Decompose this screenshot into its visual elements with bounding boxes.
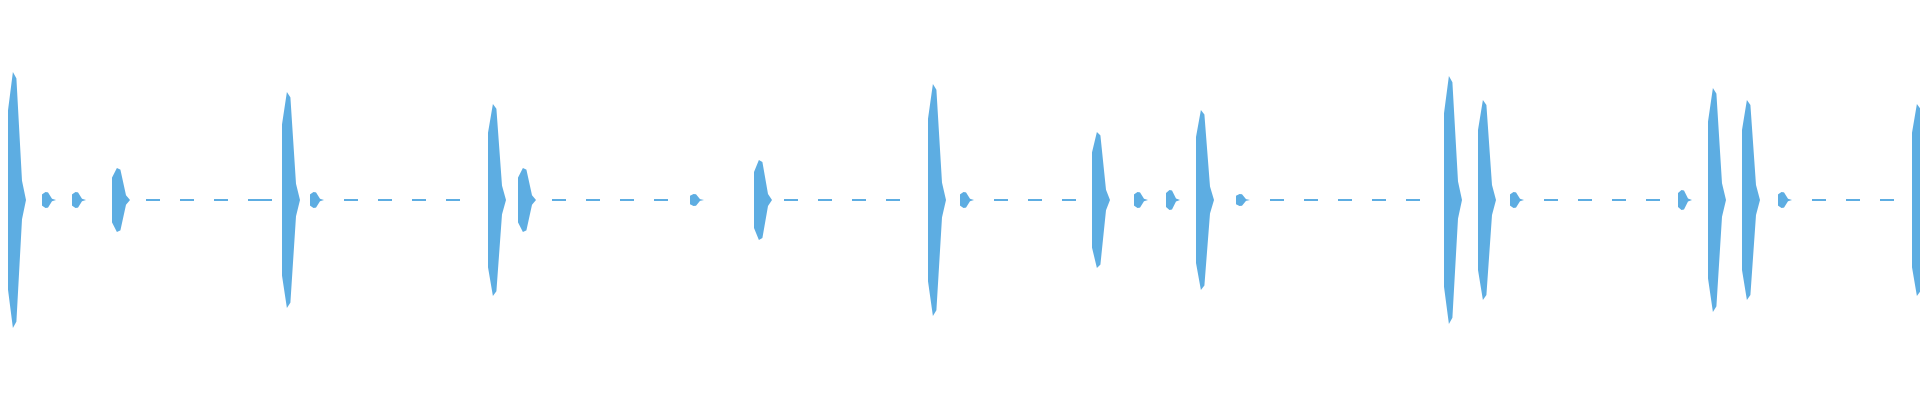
waveform-peak [8, 72, 26, 328]
waveform-tick [960, 192, 974, 208]
waveform-peak [518, 168, 536, 232]
waveform-tick [1166, 190, 1180, 210]
waveform-peak [112, 168, 130, 232]
waveform-peak [1092, 132, 1110, 268]
waveform-tick [72, 192, 86, 208]
waveform-tick [310, 192, 324, 208]
waveform-tick [1134, 192, 1148, 208]
waveform-peak [928, 84, 946, 316]
waveform-peak [1478, 100, 1496, 300]
waveform-peak [488, 104, 506, 296]
waveform-peak [1912, 104, 1920, 296]
waveform-tick [1678, 190, 1692, 210]
waveform-tick [42, 192, 56, 208]
waveform-peak [1742, 100, 1760, 300]
waveform-tick [1236, 194, 1250, 206]
waveform-tick [1778, 192, 1792, 208]
waveform-peak [1444, 76, 1462, 324]
waveform-peak [1196, 110, 1214, 290]
waveform-peak [282, 92, 300, 308]
waveform-peak [1708, 88, 1726, 312]
waveform-tick [1510, 192, 1524, 208]
waveform-tick [690, 194, 704, 206]
waveform-peak [754, 160, 772, 240]
